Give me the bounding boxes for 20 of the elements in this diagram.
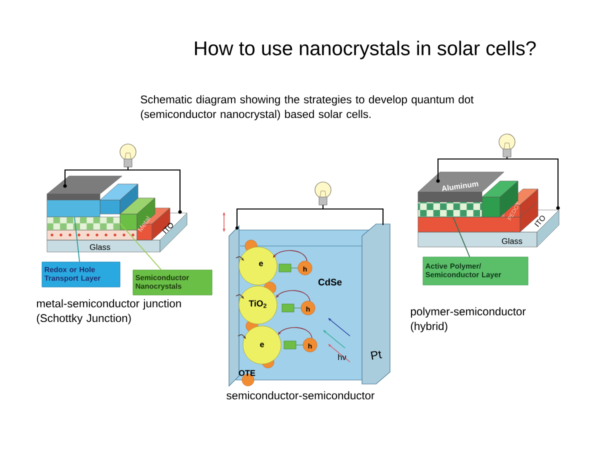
caption: Schematic diagram showing the strategies to develop quantum dot (semiconductor nanocrystal) based solar cells. (140, 95, 474, 120)
layer-label: Glass (502, 238, 522, 244)
leader-line (120, 223, 162, 270)
charge-label: e (260, 342, 264, 348)
device-caption: metal-semiconductor junction (Schottky Junction) (36, 299, 181, 324)
material-label: TiO$_{2}$ (248, 300, 266, 308)
charge-label: e (259, 262, 263, 266)
material-label: CdSe (318, 278, 342, 286)
electrode-label: OTE (238, 370, 256, 376)
polymer-layer (418, 202, 482, 218)
device-caption: polymer-semiconductor (hybrid) (410, 307, 526, 332)
title: How to use nanocrystals in solar cells? (195, 40, 536, 60)
leader-line (452, 216, 470, 258)
nanocrystal-layer (46, 216, 120, 230)
electrode-label: Pt (370, 350, 382, 360)
device-caption: semiconductor-semiconductor (226, 391, 374, 400)
light-label: hν (338, 354, 346, 360)
transport-layer (46, 200, 100, 218)
leader-line (74, 216, 80, 262)
layer-label: Glass (90, 244, 110, 250)
